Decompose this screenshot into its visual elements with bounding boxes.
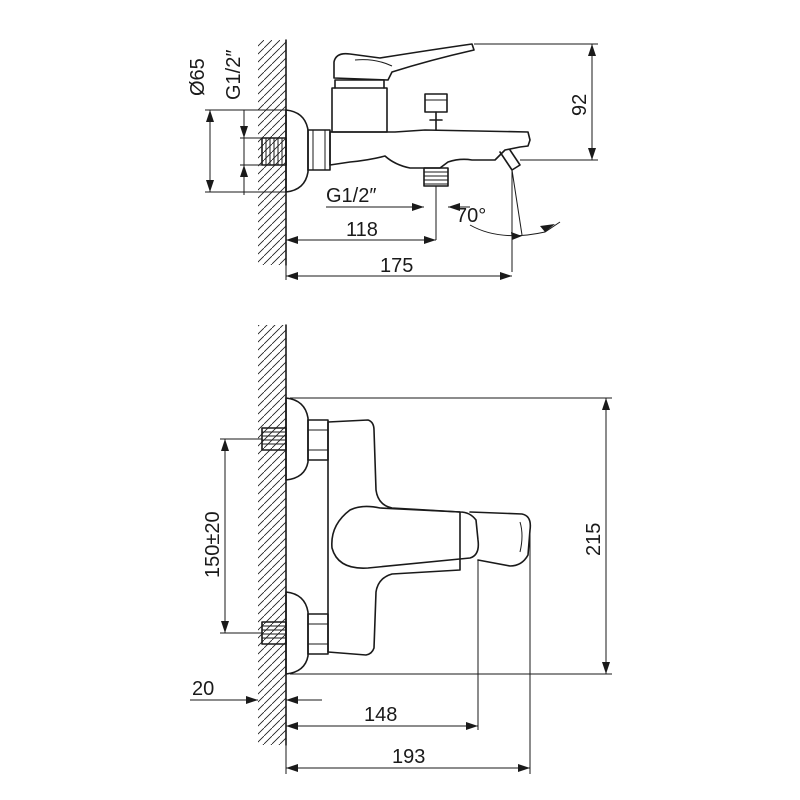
dim-label-148: 148	[364, 704, 397, 726]
escutcheon-top	[285, 109, 309, 193]
dim-label-g12-top: G1/2″	[223, 50, 245, 100]
dim-g12-spout: G1/2″	[326, 185, 470, 211]
dim-175: 175	[285, 255, 512, 280]
side-view: Ø65 G1/2″ 92 G1/2″	[187, 39, 598, 280]
dim-label-150: 150±20	[202, 511, 224, 578]
shower-connector	[423, 167, 449, 187]
dim-193: 193	[285, 530, 531, 774]
escutcheon-upper	[285, 397, 309, 481]
dim-118: 118	[286, 219, 436, 244]
dim-20: 20	[190, 678, 322, 704]
spout-outlet	[499, 149, 521, 171]
cartridge-housing	[331, 87, 388, 133]
dim-215: 215	[290, 397, 612, 675]
dim-g12-top: G1/2″	[223, 50, 262, 195]
dim-label-g12-spout: G1/2″	[326, 185, 376, 207]
mixer-body-top	[329, 129, 531, 169]
dim-label-92: 92	[569, 94, 591, 116]
lever-handle-top	[333, 43, 475, 81]
nut-lower	[307, 613, 329, 655]
dim-label-118: 118	[346, 219, 378, 241]
dim-label-20: 20	[192, 678, 214, 700]
dim-label-193: 193	[392, 746, 425, 768]
lever-spout-plan	[331, 505, 480, 569]
dim-92: 92	[474, 43, 598, 161]
wall-hatch-bottom	[258, 325, 286, 745]
dim-148: 148	[286, 560, 479, 730]
dim-angle-70: 70°	[456, 169, 561, 272]
dim-d65: Ø65	[187, 58, 286, 193]
spout-tip-plan	[469, 511, 532, 567]
dim-150: 150±20	[202, 438, 262, 634]
nut-upper	[307, 419, 329, 461]
thread-lines-top	[265, 138, 283, 165]
dim-label-d65: Ø65	[187, 58, 209, 96]
plan-view: 150±20 215 20 148	[190, 324, 612, 774]
diverter-knob	[424, 93, 448, 113]
dim-label-215: 215	[583, 523, 605, 556]
dim-label-175: 175	[380, 255, 413, 277]
escutcheon-lower	[285, 591, 309, 675]
nut-top	[307, 129, 331, 171]
mixer-body-plan	[327, 419, 461, 656]
dim-label-angle-70: 70°	[456, 205, 486, 227]
